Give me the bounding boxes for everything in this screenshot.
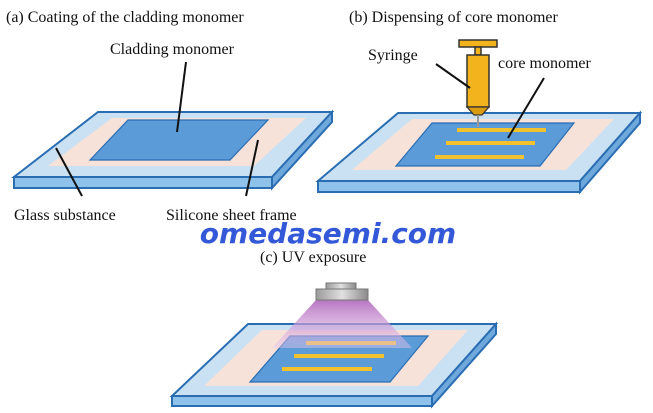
- panel-c: (c) UV exposure: [169, 249, 499, 409]
- panel-a-title: (a) Coating of the cladding monomer: [6, 9, 244, 26]
- core-monomer-leader: [507, 77, 545, 139]
- silicone-frame-label: Silicone sheet frame: [166, 207, 297, 224]
- syringe-label: Syringe: [368, 47, 418, 64]
- syringe: [458, 39, 498, 127]
- panel-b: (b) Dispensing of core monomer Syringe c…: [315, 9, 643, 195]
- glass-substance-leader: [55, 147, 83, 197]
- uv-lamp: [315, 282, 369, 301]
- uv-light-beam: [272, 300, 412, 348]
- panel-a: (a) Coating of the cladding monomer Clad…: [6, 9, 335, 224]
- syringe-hub: [465, 106, 491, 116]
- syringe-plunger-cap: [458, 39, 498, 48]
- glass-slide-a: [11, 109, 335, 191]
- panel-b-title: (b) Dispensing of core monomer: [349, 9, 559, 26]
- core-monomer-label: core monomer: [498, 55, 592, 72]
- syringe-plunger-rod: [474, 46, 482, 56]
- glass-front-edge-b: [317, 180, 581, 193]
- glass-side-edge-c: [431, 321, 497, 409]
- watermark-outline: omedasemi.com: [200, 217, 456, 250]
- glass-slide-b: [315, 110, 643, 195]
- glass-side-edge-a: [271, 109, 333, 191]
- uv-lamp-head: [315, 288, 369, 301]
- cladding-monomer-layer-a: [88, 119, 270, 161]
- cladding-monomer-label: Cladding monomer: [110, 41, 235, 58]
- glass-slide-c: [169, 321, 499, 409]
- syringe-barrel: [466, 54, 490, 108]
- glass-side-edge-b: [579, 110, 641, 195]
- uv-lamp-top: [325, 282, 357, 290]
- panel-c-title: (c) UV exposure: [260, 249, 366, 266]
- syringe-needle: [477, 115, 479, 127]
- watermark-text: omedasemi.com: [200, 217, 456, 250]
- silicone-frame-leader: [245, 139, 259, 197]
- glass-front-edge-c: [171, 395, 433, 407]
- syringe-leader: [435, 63, 471, 89]
- glass-substance-label: Glass substance: [14, 207, 116, 224]
- cladding-monomer-leader: [176, 61, 187, 133]
- glass-front-edge-a: [13, 176, 273, 189]
